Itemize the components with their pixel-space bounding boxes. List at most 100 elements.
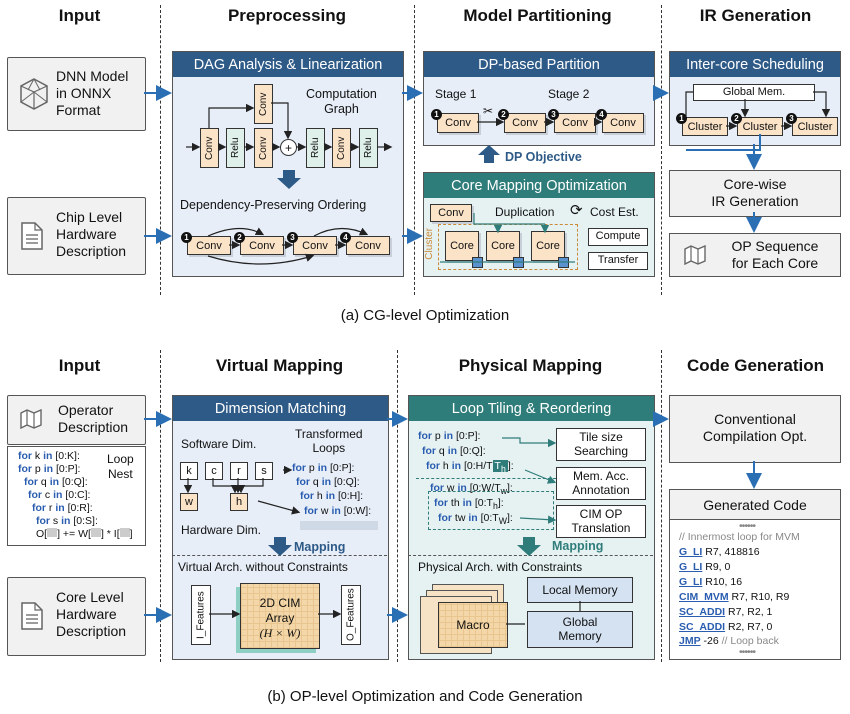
loop-sub: h: [500, 464, 506, 475]
down-arrow-icon: [268, 537, 292, 556]
kw-for: for: [434, 497, 448, 509]
loop-var: p: [308, 462, 315, 474]
kw-in: in: [462, 497, 472, 509]
corewise-line: Core-wise: [723, 176, 787, 192]
chip-level-input: Chip Level Hardware Description: [7, 197, 146, 275]
inter-core-title: Inter-core Scheduling: [670, 52, 840, 77]
tile-dashed-box: [428, 491, 554, 530]
loop-tail: ]:: [497, 497, 504, 509]
instruction-args: R7, R2, 1: [725, 606, 773, 618]
code-line: SC_ADDI R7, R2, 1: [679, 605, 772, 620]
edge: [473, 213, 503, 234]
loop-var: w: [446, 482, 455, 494]
edge: [271, 102, 293, 140]
tile-dashed-line: [416, 478, 556, 479]
loop-nest-label-line: Nest: [108, 467, 133, 481]
op-sequence-box: OP Sequence for Each Core: [669, 233, 841, 277]
kw-in: in: [53, 489, 63, 501]
dimension-matching-title: Dimension Matching: [173, 396, 388, 421]
edge: [212, 478, 240, 494]
separator: [408, 555, 653, 556]
instruction-args: R10, 16: [702, 576, 743, 588]
core-level-input: Core Level Hardware Description: [7, 577, 146, 656]
kw-for: for: [18, 463, 32, 475]
polyhedron-icon: [20, 78, 48, 110]
loop-tail: ]:: [506, 512, 513, 524]
step-number: 2: [498, 109, 509, 120]
header-input: Input: [58, 356, 101, 375]
dp-conv: Conv: [504, 113, 546, 133]
dp-conv: Conv: [602, 113, 644, 133]
caption-a: (a) CG-level Optimization: [340, 307, 510, 324]
core-line: Description: [56, 623, 127, 639]
loop-var: k: [34, 450, 41, 462]
step-number: 1: [676, 113, 687, 124]
step-number: 1: [181, 232, 192, 243]
core-wise-ir-box: Core-wise IR Generation: [669, 170, 841, 217]
step-number: 3: [786, 113, 797, 124]
code-line: SC_ADDI R2, R7, 0: [679, 620, 772, 635]
loop-sub: W: [498, 516, 507, 527]
loop-var: q: [40, 476, 47, 488]
kw-for: for: [300, 490, 314, 502]
dp-conv: Conv: [437, 113, 479, 133]
ellipsis: ••••••: [739, 646, 756, 658]
kw-in: in: [61, 515, 71, 527]
map-icon: [20, 409, 42, 429]
header-input: Input: [58, 6, 101, 25]
code-line: G_LI R10, 16: [679, 575, 742, 590]
code-line: G_LI R7, 418816: [679, 545, 760, 560]
virtual-arch-label: Virtual Arch. without Constraints: [178, 560, 348, 574]
divider: [414, 5, 415, 295]
generated-code-title: Generated Code: [669, 489, 841, 520]
step-number: 1: [431, 109, 442, 120]
kw-for: for: [418, 430, 432, 442]
tile-size-line: Tile size: [579, 430, 623, 444]
kw-for: for: [36, 515, 50, 527]
chip-line: Description: [56, 243, 127, 259]
cim-array: 2D CIM Array (H × W): [240, 583, 320, 649]
kw-for: for: [422, 445, 436, 457]
op-line: Description: [58, 419, 129, 435]
cim-op-line: CIM OP: [579, 507, 623, 521]
kw-for: for: [32, 502, 46, 514]
step-number: 3: [548, 109, 559, 120]
step-number: 4: [596, 109, 607, 120]
loop-range: [0:P]:: [455, 430, 481, 442]
edge: [208, 103, 255, 128]
loop-line: for c in [0:C]:: [28, 489, 90, 502]
header-model-partitioning: Model Partitioning: [463, 6, 612, 25]
kw-for: for: [292, 462, 306, 474]
kw-in: in: [43, 463, 54, 475]
dp-objective-label: DP Objective: [505, 150, 582, 164]
mem-acc-line: Annotation: [572, 483, 630, 497]
divider: [397, 350, 398, 662]
physical-arch-label: Physical Arch. with Constraints: [418, 560, 583, 574]
loop-line: for q in [0:Q]:: [24, 476, 88, 489]
placeholder-bar: [300, 521, 378, 530]
loop-var: p: [434, 430, 441, 442]
loop-body-part: O[: [36, 528, 48, 540]
cim-line: Array: [265, 611, 295, 625]
loop-var: h: [316, 490, 323, 502]
loop-range: [0:R]:: [67, 502, 93, 514]
kw-for: for: [28, 489, 42, 501]
kw-in: in: [49, 476, 60, 488]
tloop-line: for p in [0:P]:: [292, 462, 354, 475]
instruction: CIM_MVM: [679, 591, 729, 603]
step-number: 2: [731, 113, 742, 124]
opseq-line: for Each Core: [731, 255, 819, 271]
instruction: SC_ADDI: [679, 621, 726, 633]
edge: [207, 253, 315, 265]
tile-size-box: Tile size Searching: [556, 428, 646, 461]
edge: [313, 227, 369, 237]
cim-line: 2D CIM: [259, 596, 301, 610]
loop-range: [0:H/T: [463, 460, 493, 472]
corewise-line: IR Generation: [711, 193, 799, 209]
operator-description-input: Operator Description: [7, 395, 146, 445]
ordered-conv: Conv: [187, 236, 231, 255]
instruction: JMP: [679, 635, 701, 647]
loop-var: p: [34, 463, 41, 475]
up-arrow-icon: [478, 145, 500, 163]
step-number: 2: [234, 232, 245, 243]
